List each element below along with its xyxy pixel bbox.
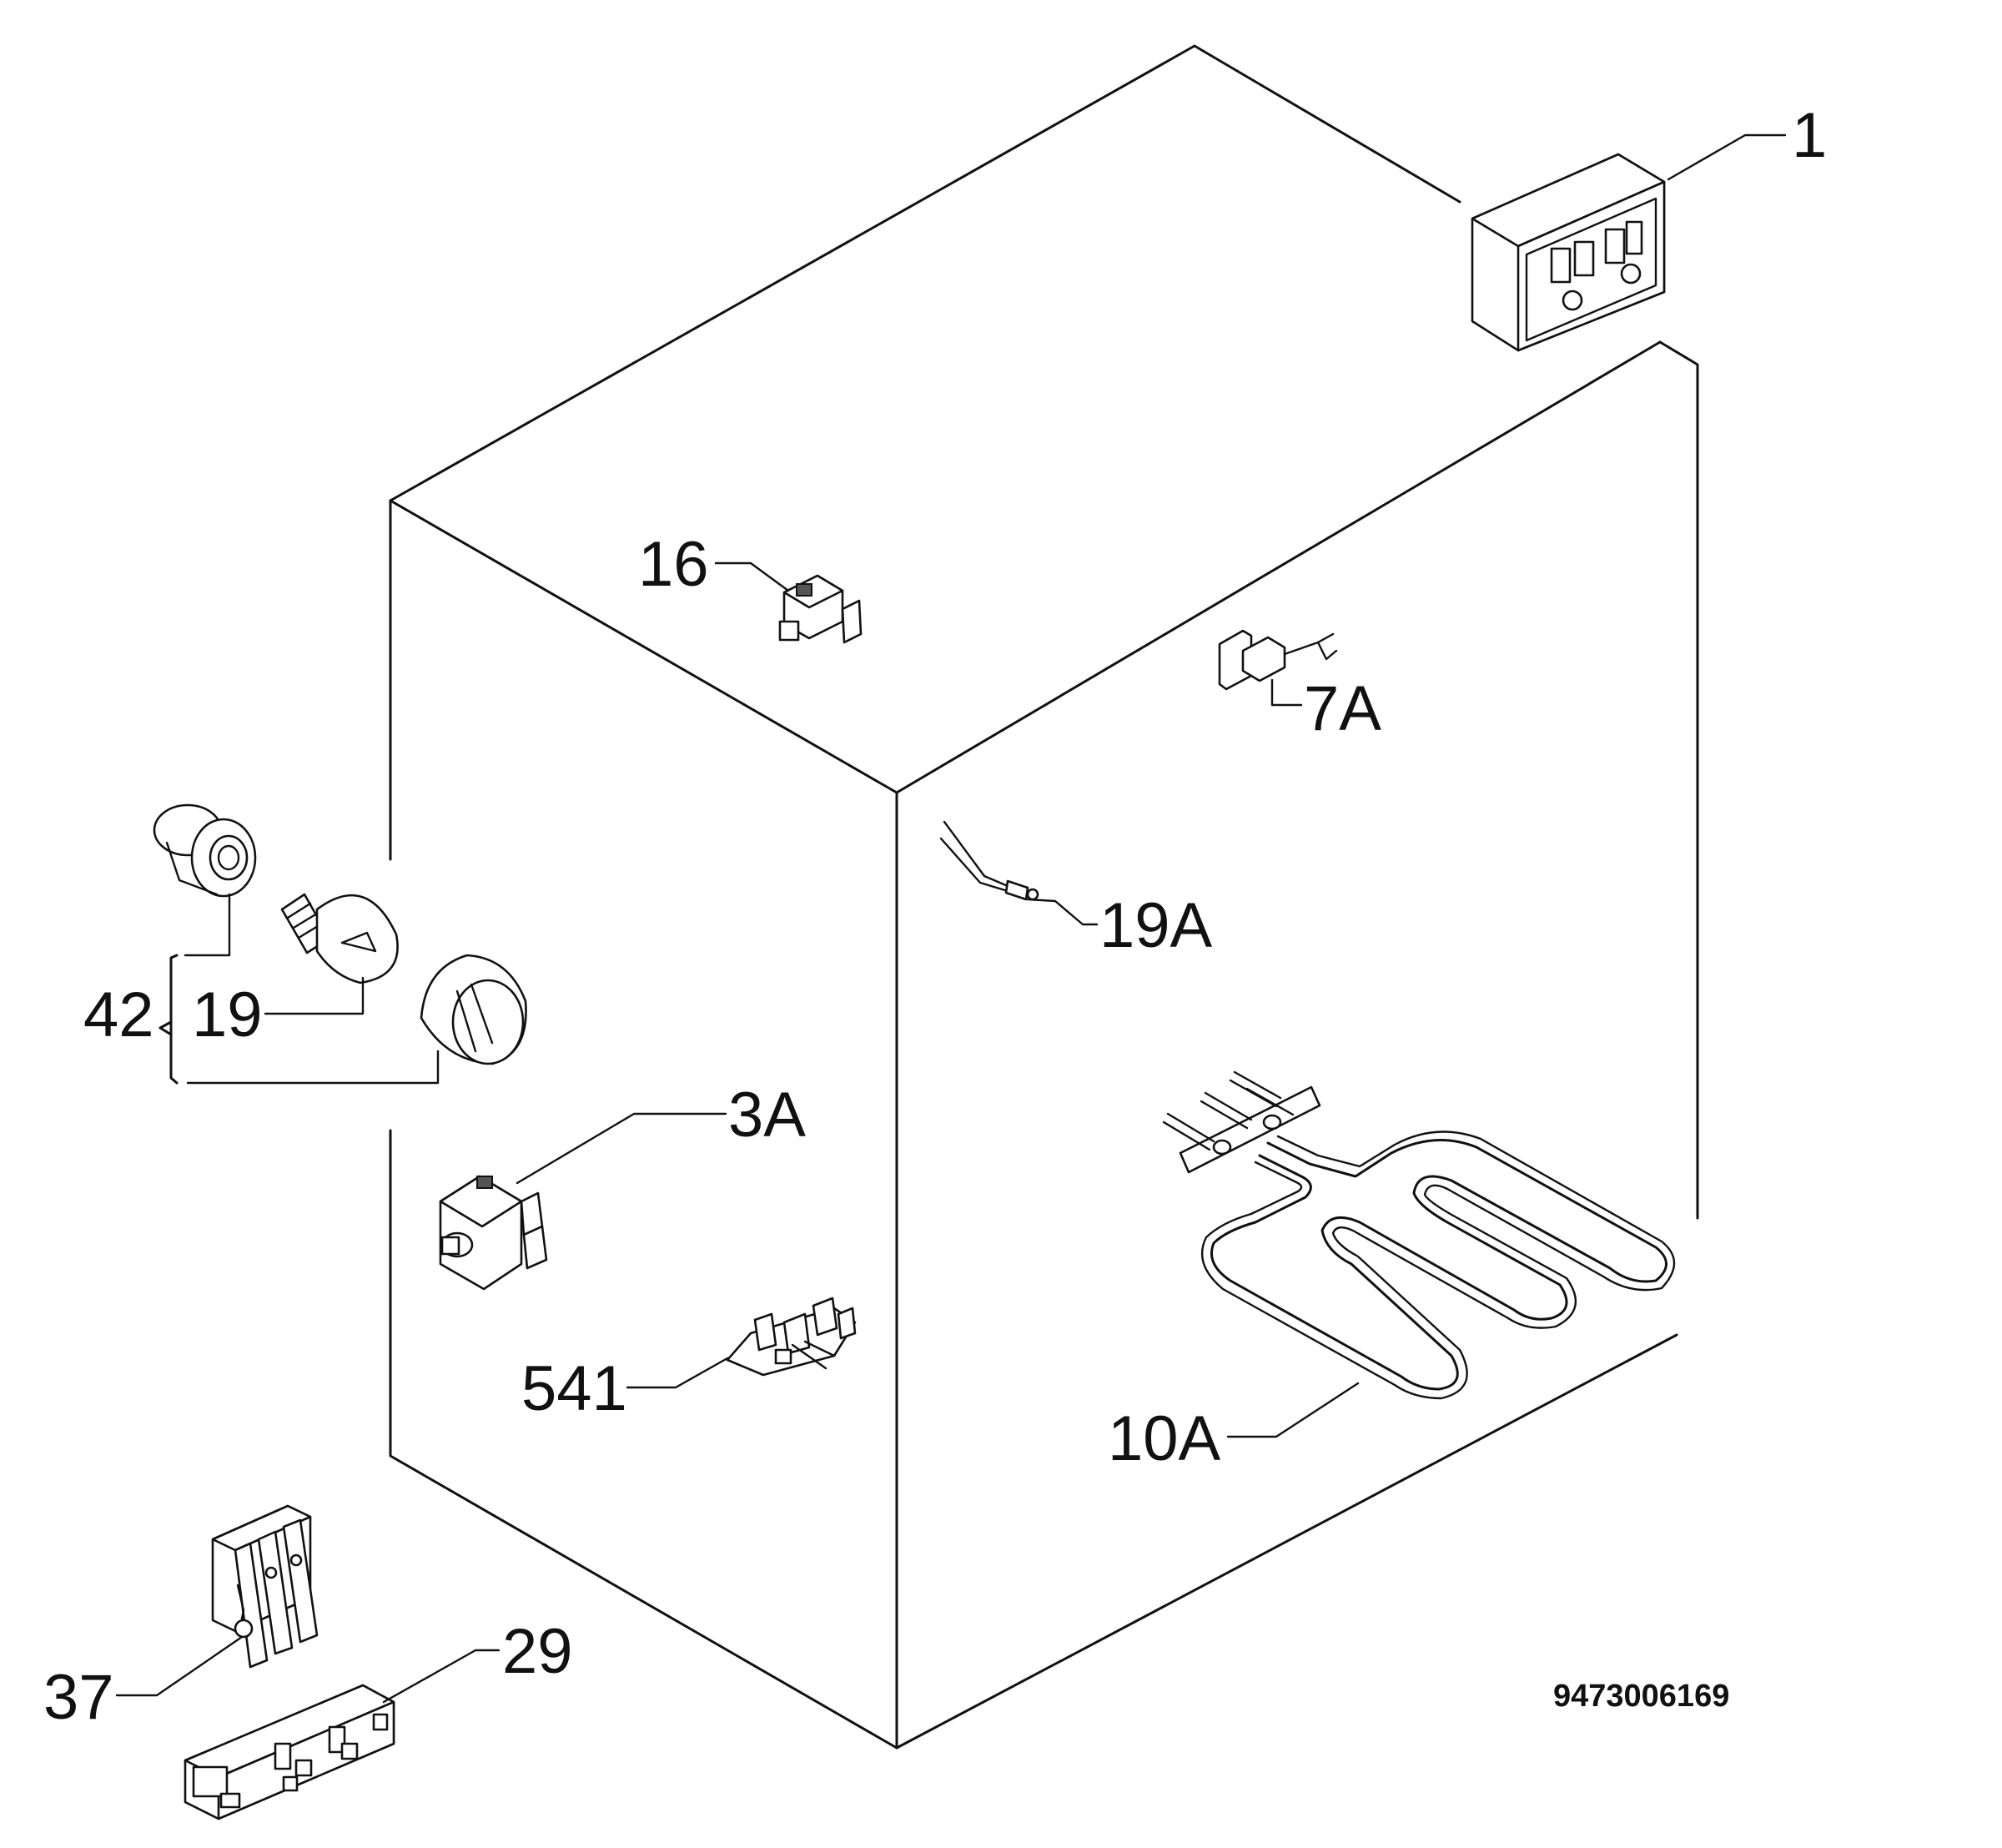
- leader-line-3a: [516, 1112, 727, 1185]
- leader-line-541: [626, 1357, 729, 1389]
- lamp-bulb-part: [280, 893, 399, 984]
- bracket-42: [158, 954, 179, 1085]
- part-label-42: 42: [83, 979, 154, 1050]
- bracket-part-37: [211, 1504, 319, 1669]
- ignition-generator-part-29: [184, 1684, 395, 1820]
- switch-part-16: [778, 574, 863, 644]
- drawing-code: 9473006169: [1553, 1679, 1729, 1714]
- part-label-37: 37: [43, 1662, 114, 1733]
- part-label-7a: 7A: [1304, 673, 1381, 744]
- sensor-part-7a: [1218, 629, 1338, 691]
- part-label-10a: 10A: [1108, 1403, 1221, 1474]
- part-label-1: 1: [1792, 100, 1827, 171]
- leader-line-19a: [1026, 898, 1099, 926]
- probe-wire-part-19a: [939, 820, 1039, 901]
- control-panel-part: [1471, 153, 1666, 352]
- leader-line-37: [115, 1635, 244, 1697]
- leader-line-29: [382, 1649, 500, 1704]
- leader-line-7a: [1270, 678, 1303, 707]
- part-label-541: 541: [521, 1353, 627, 1424]
- part-label-29: 29: [502, 1616, 573, 1687]
- part-label-19: 19: [192, 979, 263, 1050]
- push-switch-part-3a: [439, 1175, 548, 1291]
- heating-element-part-10a: [1162, 1070, 1676, 1400]
- leader-line-42-cover: [186, 1050, 440, 1085]
- part-label-3a: 3A: [728, 1080, 806, 1151]
- leader-line-19: [264, 976, 365, 1015]
- lamp-cover-part: [420, 954, 527, 1065]
- leader-line-10a: [1226, 1382, 1360, 1438]
- leader-line-16: [714, 561, 790, 592]
- lamp-holder-part: [153, 803, 257, 898]
- part-label-16: 16: [638, 529, 709, 600]
- leader-line-1: [1667, 133, 1787, 181]
- leader-line-42-holder: [184, 893, 231, 957]
- part-label-19a: 19A: [1099, 890, 1213, 961]
- terminal-block-part-541: [726, 1297, 857, 1377]
- cabinet-outline: [389, 44, 1699, 1750]
